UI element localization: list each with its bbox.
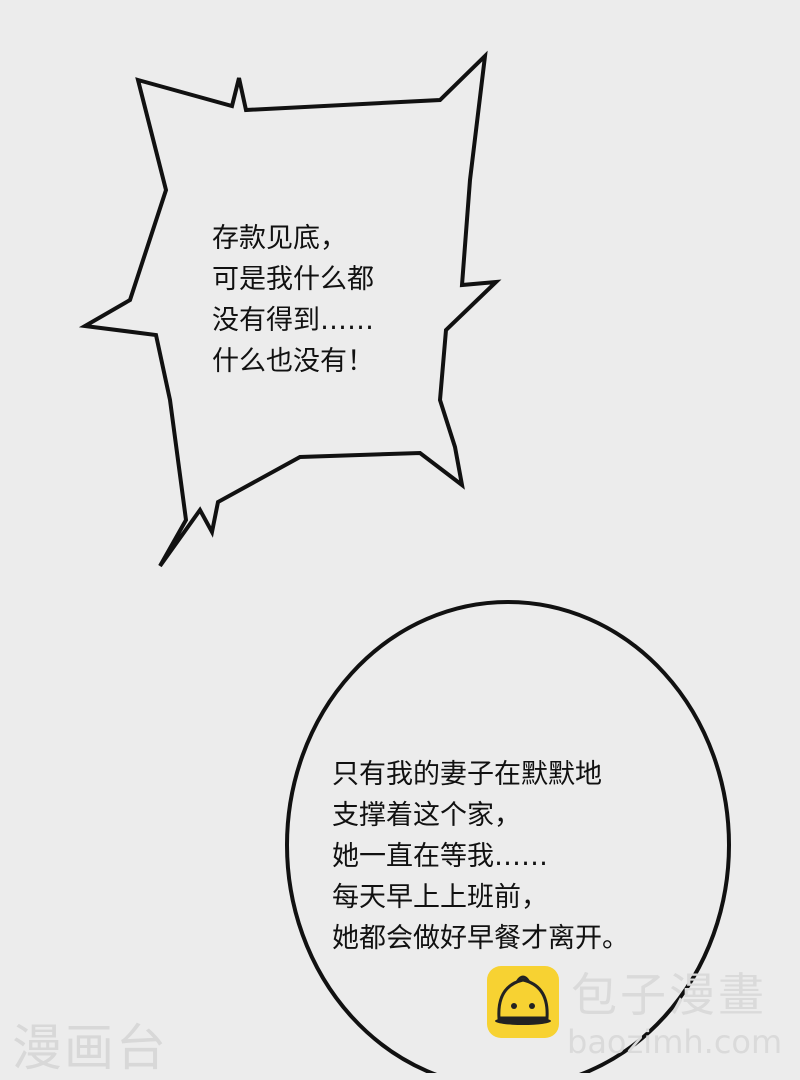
spiky-thought-bubble bbox=[78, 50, 502, 568]
text-line: 她一直在等我…… bbox=[332, 841, 548, 872]
text-line: 只有我的妻子在默默地 bbox=[332, 759, 602, 790]
bubble-top-text: 存款见底， 可是我什么都没有得到…… 什么也没有！ bbox=[212, 218, 374, 382]
text-line: 存款见底， bbox=[212, 223, 347, 254]
bubble-bottom-text: 只有我的妻子在默默地支撑着这个家， 她一直在等我…… 每天早上上班前， 她都会做好早餐… bbox=[332, 754, 629, 959]
round-speech-bubble bbox=[285, 600, 731, 1073]
text-line: 没有得到…… bbox=[212, 305, 374, 336]
text-line: 每天早上上班前， bbox=[332, 882, 548, 913]
text-line: 什么也没有！ bbox=[212, 346, 374, 377]
watermark-manhuatai: 漫画台 bbox=[12, 1019, 168, 1077]
text-line: 可是我什么都 bbox=[212, 264, 374, 295]
text-line: 她都会做好早餐才离开。 bbox=[332, 923, 629, 954]
watermark-brand: 包子漫畫 bbox=[571, 968, 767, 1022]
watermark-url: baozimh.com bbox=[567, 1023, 783, 1061]
baozi-logo-icon bbox=[487, 966, 559, 1038]
text-line: 支撑着这个家， bbox=[332, 800, 521, 831]
